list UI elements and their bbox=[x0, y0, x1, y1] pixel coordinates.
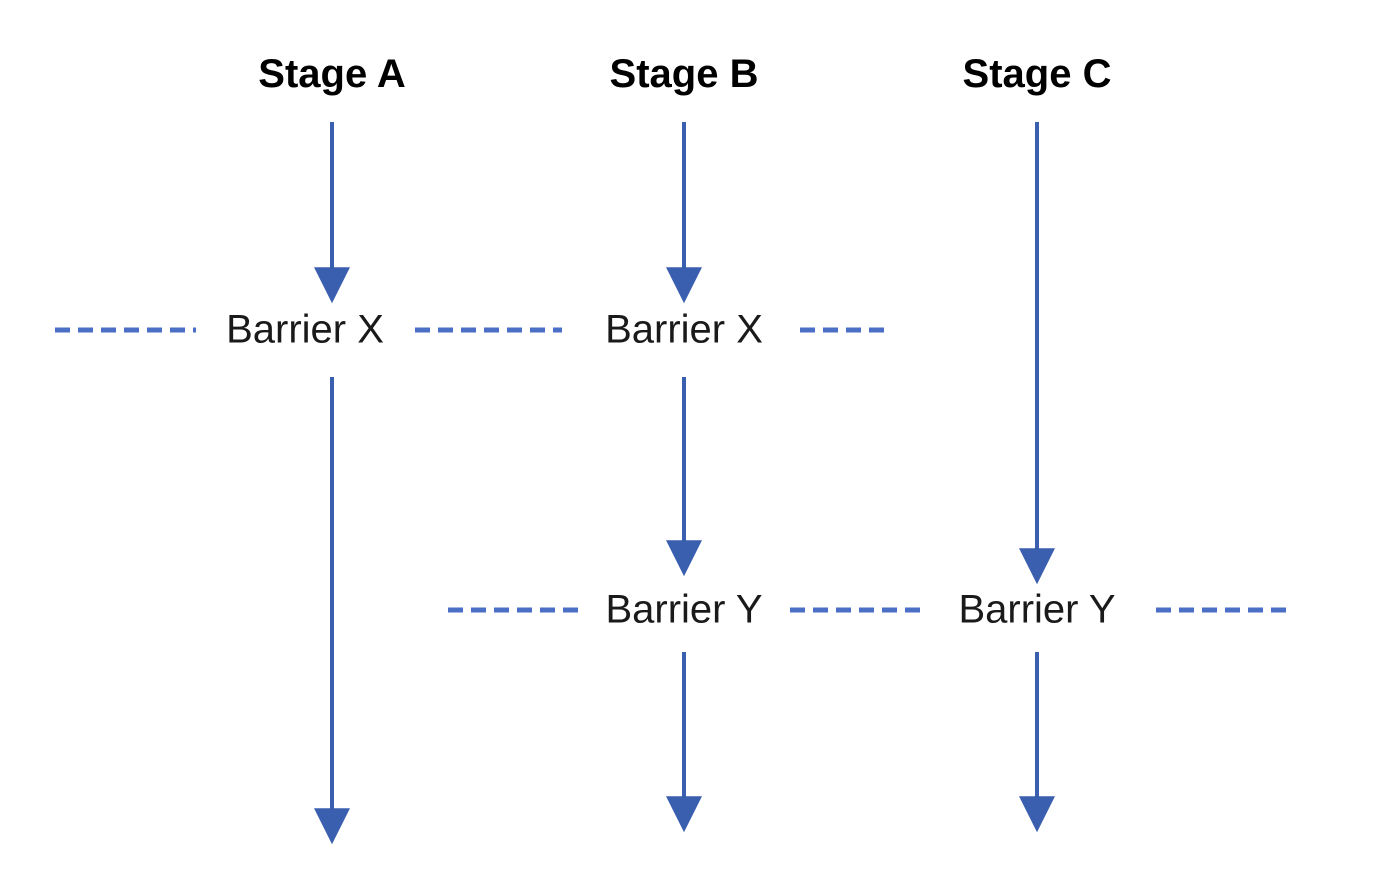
stage-label-a: Stage A bbox=[258, 52, 406, 96]
barrier-node-y-stage-b: Barrier Y bbox=[605, 587, 763, 632]
stage-label-c: Stage C bbox=[962, 52, 1112, 96]
barrier-node-x-stage-a: Barrier X bbox=[226, 307, 384, 352]
stage-label-b: Stage B bbox=[609, 52, 759, 96]
barrier-node-y-stage-c: Barrier Y bbox=[958, 587, 1116, 632]
barrier-node-x-stage-b: Barrier X bbox=[605, 307, 763, 352]
